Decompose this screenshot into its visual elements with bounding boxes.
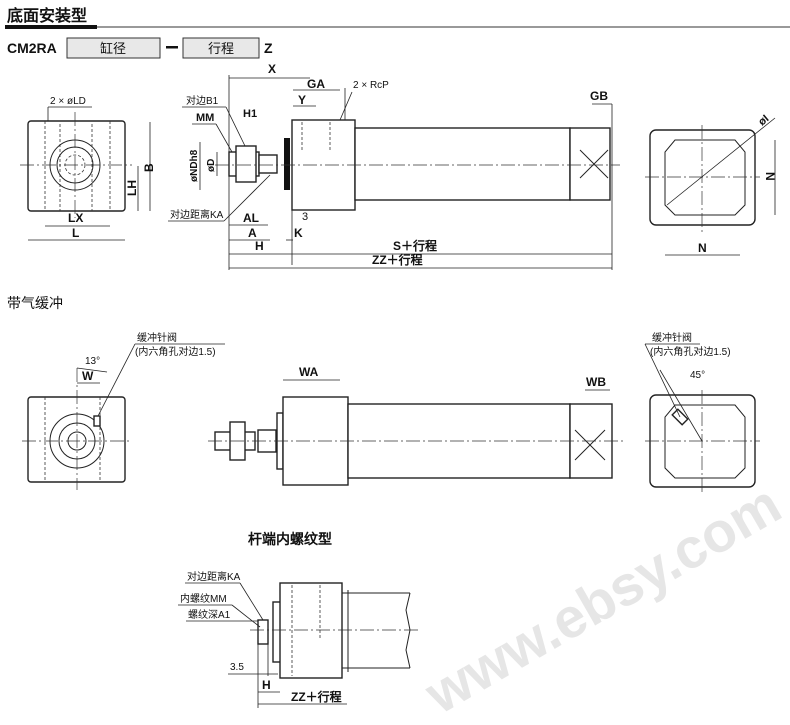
w-label: W [82,369,94,383]
model-stroke-field: 行程 [208,41,234,56]
a-label: A [248,226,257,240]
n-horizontal-label: N [698,241,707,255]
d-label: øD [206,159,217,172]
y-label: Y [298,93,306,107]
valve-note-end: (内六角孔对边1.5) [650,345,731,358]
n-vertical-label: N [763,172,777,181]
model-bore-field: 缸径 [100,41,126,56]
angle-13-label: 13° [85,356,100,367]
ft-ka-label: 对边距离KA [187,570,241,583]
valve-note: (内六角孔对边1.5) [135,345,216,358]
cushion-section-title: 带气缓冲 [7,295,63,311]
x-label: X [268,62,276,76]
ft-h-label: H [262,678,271,692]
gb-label: GB [590,89,608,103]
watermark: www.ebsy.com [414,472,790,725]
cushion-end-view: 45° 缓冲针阀 (内六角孔对边1.5) [644,331,760,495]
al-label: AL [243,211,259,225]
title-underline [5,25,97,29]
h-label: H [255,239,264,253]
b-label: B [142,163,156,172]
wb-label: WB [586,375,606,389]
svg-text:www.ebsy.com: www.ebsy.com [414,472,790,725]
valve-label-end: 缓冲针阀 [652,331,692,344]
s-label: S＋行程 [393,238,437,253]
model-prefix: CM2RA [7,40,57,56]
end-view: øI N N [645,113,777,256]
three-label: 3 [302,211,308,223]
ft-mm-label: 内螺纹MM [180,592,227,605]
valve-label: 缓冲针阀 [137,331,177,344]
ft-35-label: 3.5 [230,662,244,673]
ga-label: GA [307,77,325,91]
ft-zz-label: ZZ＋行程 [291,689,342,704]
i-label: øI [756,113,771,128]
ka-label: 对边距离KA [170,208,224,221]
b1-label: 对边B1 [186,94,219,107]
l-label: L [72,226,79,240]
section-title: 底面安装型 [7,6,87,25]
h1-label: H1 [243,108,257,120]
lx-label: LX [68,211,83,225]
female-thread-view: 对边距离KA 内螺纹MM 螺纹深A1 3.5 H ZZ＋行程 [178,570,420,708]
cushion-side-view: WA WB [208,365,625,486]
nd-label: øNDh8 [189,149,200,182]
side-view: X GA Y 2 × RcP GB 对边B1 MM H1 øNDh8 øD 对边… [168,62,620,270]
front-view: 2 × øLD B LH LX L [20,96,156,241]
lh-label: LH [125,180,139,196]
model-code: CM2RA 缸径 行程 Z [7,37,273,59]
female-thread-title: 杆端内螺纹型 [248,531,332,547]
title-rule [97,26,790,28]
ld-label: 2 × øLD [50,96,86,107]
zz-label: ZZ＋行程 [372,252,423,267]
angle-45-label: 45° [690,370,705,381]
k-label: K [294,226,303,240]
wa-label: WA [299,365,319,379]
model-suffix: Z [264,40,273,56]
model-separator [166,46,178,49]
rcp-label: 2 × RcP [353,80,389,91]
ft-a1-label: 螺纹深A1 [188,608,231,621]
cushion-front-view: 13° W 缓冲针阀 (内六角孔对边1.5) [22,331,225,490]
mm-label: MM [196,112,214,124]
